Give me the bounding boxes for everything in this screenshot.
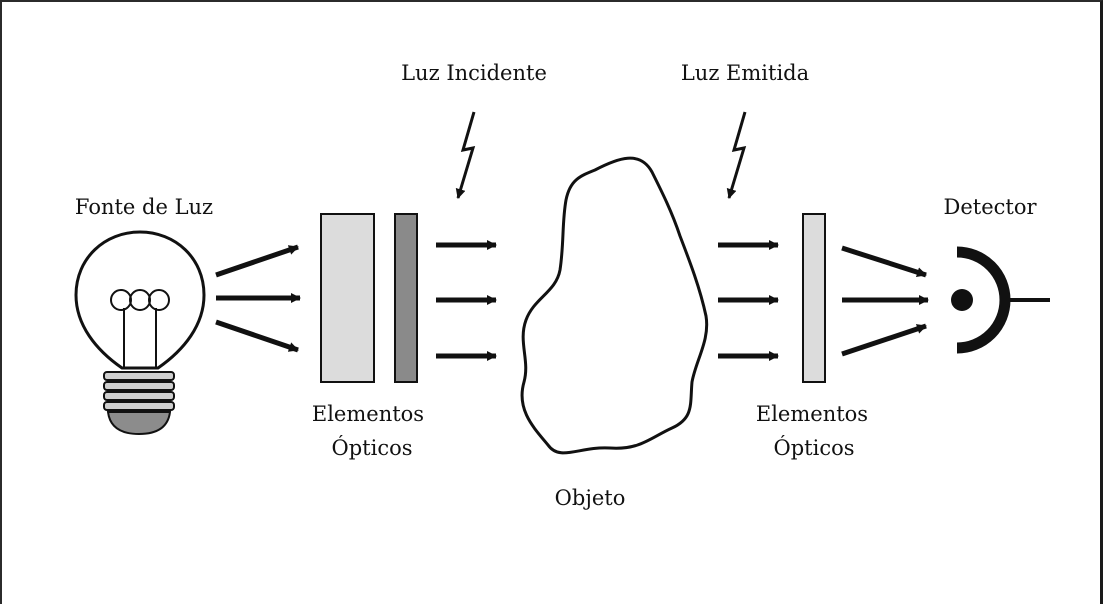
detector-label: Detector (943, 195, 1037, 219)
detector-icon (951, 246, 1050, 354)
optical-element-left-light (320, 213, 375, 383)
bulb-filament (110, 289, 170, 368)
optical-element-right (802, 213, 826, 383)
emitted-light-label: Luz Emitida (681, 61, 809, 85)
optics-left-label-line2: Ópticos (332, 435, 413, 460)
optical-element-left-dark (394, 213, 418, 383)
emitted-light-lightning-icon (726, 111, 747, 199)
source-arrows (215, 244, 301, 353)
light-source-label: Fonte de Luz (75, 195, 213, 219)
optics-right-label-line2: Ópticos (774, 435, 855, 460)
detector-arrows (841, 245, 929, 357)
object-shape (520, 156, 709, 455)
emitted-arrows (718, 240, 779, 361)
bulb-base (103, 371, 175, 436)
optics-right-label-line1: Elementos (756, 402, 868, 426)
object-label: Objeto (555, 486, 626, 510)
optics-left-label-line1: Elementos (312, 402, 424, 426)
incident-arrows (436, 240, 497, 361)
light-bulb-icon (74, 230, 206, 436)
incident-light-label: Luz Incidente (401, 61, 547, 85)
incident-light-lightning-icon (455, 111, 476, 199)
